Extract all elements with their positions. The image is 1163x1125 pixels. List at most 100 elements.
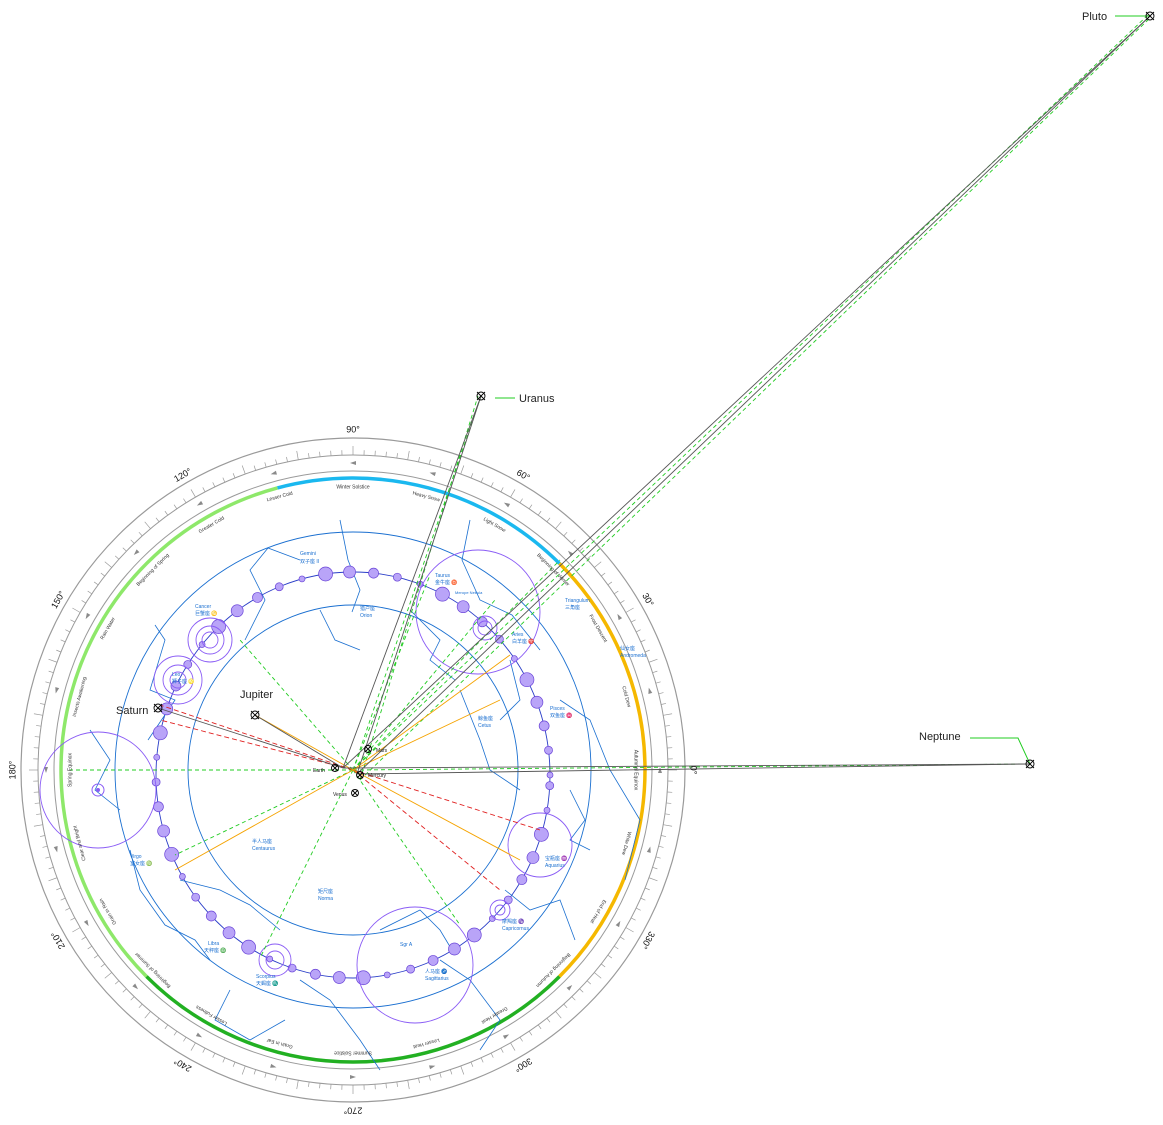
- sgr-a-label: Sgr A: [400, 942, 413, 948]
- mars-label: Mars: [376, 748, 388, 754]
- aries-cn-label: 白羊座 ♈: [512, 638, 535, 645]
- degree-tick: [130, 539, 135, 544]
- degree-tick: [555, 1011, 562, 1019]
- jupiter-marker: [250, 710, 260, 720]
- degree-tick: [644, 649, 650, 653]
- ecliptic-bead: [406, 964, 415, 974]
- degree-tick: [202, 1047, 206, 1053]
- earth-label: Earth: [313, 768, 325, 774]
- degree-label: 180°: [7, 760, 17, 779]
- ecliptic-bead: [545, 781, 555, 790]
- scorpius-cn-label: 天蝎座 ♏: [256, 980, 279, 987]
- degree-tick: [630, 917, 636, 921]
- degree-tick: [625, 927, 634, 933]
- mercury-label: Mercury: [368, 773, 387, 779]
- degree-tick: [72, 927, 81, 933]
- degree-tick: [563, 531, 568, 537]
- degree-tick: [664, 725, 670, 727]
- degree-tick: [607, 581, 613, 586]
- orion-cn-label: 猎户座: [360, 605, 375, 612]
- virgo-cn-label: 室女座 ♍: [130, 860, 153, 867]
- ecliptic-bead: [310, 968, 321, 980]
- andromeda-label: Andromeda: [620, 653, 646, 659]
- ecliptic-bead: [534, 827, 549, 842]
- degree-label: 270°: [343, 1106, 362, 1116]
- degree-tick: [241, 1065, 246, 1075]
- triangulum-cn-label: 三角座: [565, 604, 580, 611]
- aries-label: Aries: [512, 632, 524, 638]
- degree-tick: [87, 945, 93, 950]
- degree-tick: [308, 453, 310, 459]
- ecliptic-bead: [435, 586, 450, 602]
- degree-tick: [418, 1078, 420, 1084]
- nebula-circles: [39, 549, 573, 1024]
- degree-tick: [510, 1042, 516, 1051]
- ecliptic-bead: [266, 955, 274, 963]
- ecliptic-bead: [157, 824, 170, 838]
- degree-tick: [138, 531, 143, 537]
- degree-tick: [286, 456, 288, 462]
- ecliptic-bead: [318, 566, 333, 582]
- orange-lines: [174, 654, 521, 871]
- arrow-icon: [567, 550, 574, 557]
- degree-tick: [519, 1036, 523, 1042]
- solar-term-label: Lesser Cold: [266, 491, 294, 504]
- degree-tick: [155, 517, 160, 522]
- ecliptic-bead: [164, 846, 180, 862]
- solar-term-label: Grain in Ear: [266, 1037, 294, 1050]
- ecliptic-bead: [503, 895, 513, 905]
- degree-tick: [640, 639, 646, 643]
- degree-tick: [212, 482, 216, 488]
- degree-tick: [385, 451, 387, 457]
- degree-tick: [253, 465, 256, 471]
- degree-tick: [601, 963, 606, 968]
- leo-cn-label: 狮子座 ♌: [172, 678, 195, 685]
- degree-tick: [183, 1036, 187, 1042]
- degree-tick: [619, 936, 625, 940]
- arrow-icon: [270, 470, 277, 475]
- arrow-icon: [429, 1065, 436, 1070]
- degree-tick: [490, 482, 494, 488]
- aquarius-cn-label: 宝瓶座 ♒: [545, 855, 568, 862]
- degree-label: 330°: [639, 930, 657, 951]
- degree-tick: [130, 996, 135, 1001]
- degree-tick: [36, 813, 42, 815]
- ecliptic-bead: [530, 695, 544, 709]
- degree-tick: [586, 980, 592, 985]
- degree-tick: [39, 835, 45, 837]
- taurus-cn-label: 金牛座 ♉: [435, 579, 458, 586]
- degree-tick: [104, 972, 112, 979]
- ecliptic-bead: [179, 873, 186, 880]
- arrow-icon: [502, 1034, 510, 1040]
- degree-tick: [571, 539, 576, 544]
- degree-tick: [81, 936, 87, 940]
- degree-tick: [138, 1003, 143, 1009]
- degree-tick: [510, 489, 516, 498]
- degree-tick: [81, 600, 87, 604]
- degree-tick: [48, 877, 58, 882]
- solar-term-label: White Dew: [620, 831, 632, 856]
- degree-tick: [164, 510, 169, 516]
- degree-tick: [470, 1061, 474, 1067]
- degree-tick: [275, 459, 278, 465]
- pisces-label: Pisces: [550, 706, 565, 712]
- spring-arc: [59, 486, 278, 978]
- ecliptic-bead: [153, 753, 161, 761]
- degree-tick: [202, 487, 206, 493]
- degree-label: 90°: [346, 424, 360, 434]
- degree-tick: [173, 504, 178, 510]
- degree-tick: [232, 1061, 236, 1067]
- degree-tick: [601, 572, 606, 577]
- solar-term-label: Autumnal Equinox: [633, 750, 639, 791]
- arrow-icon: [270, 1063, 277, 1068]
- degree-tick: [42, 845, 48, 848]
- degree-tick: [104, 561, 112, 568]
- ecliptic-bead: [274, 582, 284, 592]
- ecliptic-bead: [519, 672, 535, 688]
- gemini-cn-label: 双子座 II: [300, 558, 319, 565]
- neptune-marker: [1025, 759, 1035, 769]
- norma-label: Norma: [318, 896, 333, 902]
- pluto-label: Pluto: [1082, 11, 1107, 23]
- degree-tick: [571, 996, 576, 1001]
